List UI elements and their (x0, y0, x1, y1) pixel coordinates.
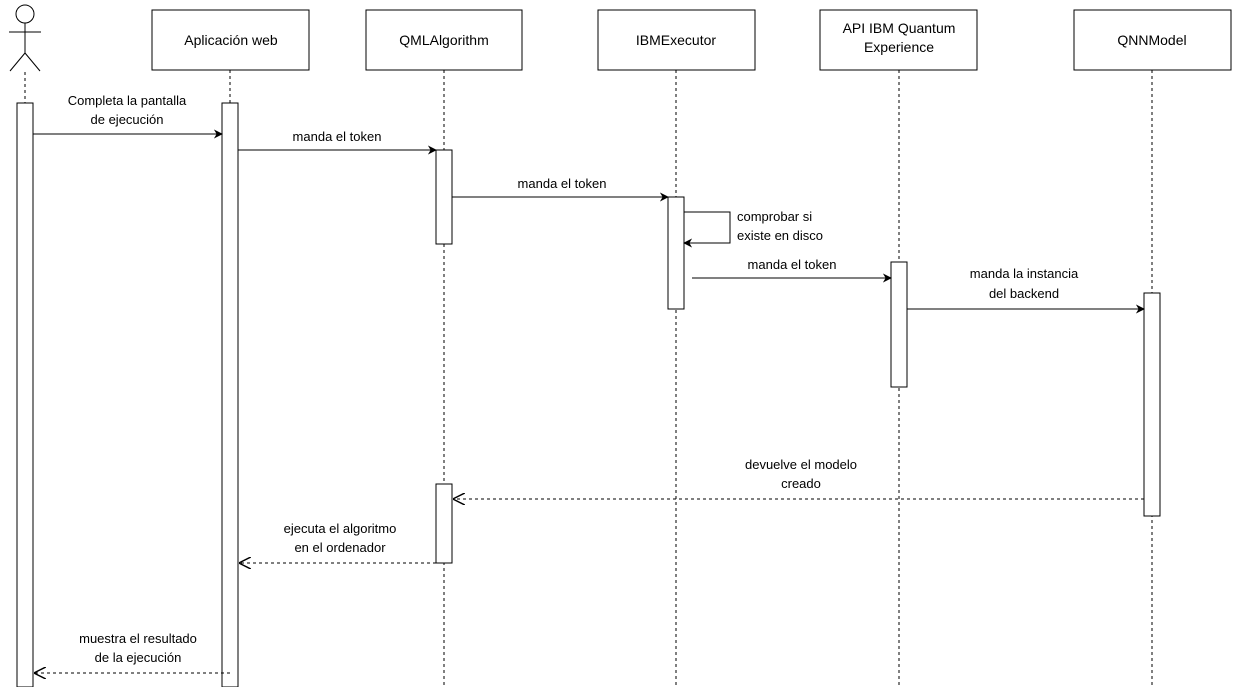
participant-ibm-box (597, 9, 756, 71)
message-label-1-line2: de ejecución (91, 112, 164, 127)
message-label-7-line1: devuelve el modelo (745, 457, 857, 472)
message-label-3: manda el token (518, 176, 607, 191)
message-label-8-line2: en el ordenador (294, 540, 386, 555)
message-label-6-line2: del backend (989, 286, 1059, 301)
participant-qml-label: QMLAlgorithm (399, 32, 488, 48)
message-label-9-line1: muestra el resultado (79, 631, 197, 646)
activation-qml-2 (435, 483, 453, 564)
participant-web-label: Aplicación web (184, 32, 278, 48)
message-label-6-line1: manda la instancia (970, 266, 1079, 281)
participant-qnn-box (1073, 9, 1232, 71)
message-label-9-line2: de la ejecución (95, 650, 182, 665)
activation-qnn (1143, 292, 1161, 517)
message-label-5: manda el token (748, 257, 837, 272)
activation-bars (16, 102, 1161, 687)
user-actor-icon (9, 4, 41, 72)
participant-api-label-line2: Experience (864, 39, 934, 55)
message-arrow-4-self (683, 211, 731, 248)
activation-qml-1 (435, 149, 453, 245)
message-label-4-line2: existe en disco (737, 228, 823, 243)
message-label-2: manda el token (293, 129, 382, 144)
participant-boxes (151, 9, 1232, 71)
message-label-4-line1: comprobar si (737, 209, 812, 224)
participant-api-label-line1: API IBM Quantum (843, 20, 956, 36)
message-label-1-line1: Completa la pantalla (68, 93, 187, 108)
activation-ibm (667, 196, 685, 310)
participant-qnn-label: QNNModel (1117, 32, 1186, 48)
lifelines (24, 70, 1153, 687)
message-label-8-line1: ejecuta el algoritmo (284, 521, 397, 536)
participant-labels: Aplicación web QMLAlgorithm IBMExecutor … (184, 20, 1186, 55)
message-label-7-line2: creado (781, 476, 821, 491)
message-arrows (33, 129, 1145, 673)
activation-actor (16, 102, 34, 687)
participant-ibm-label: IBMExecutor (636, 32, 716, 48)
message-labels: Completa la pantalla de ejecución manda … (68, 93, 1079, 665)
activation-api (890, 261, 908, 388)
activation-web (221, 102, 239, 687)
participant-qml-box (365, 9, 523, 71)
participant-api-box (819, 9, 978, 71)
participant-web-box (151, 9, 310, 71)
